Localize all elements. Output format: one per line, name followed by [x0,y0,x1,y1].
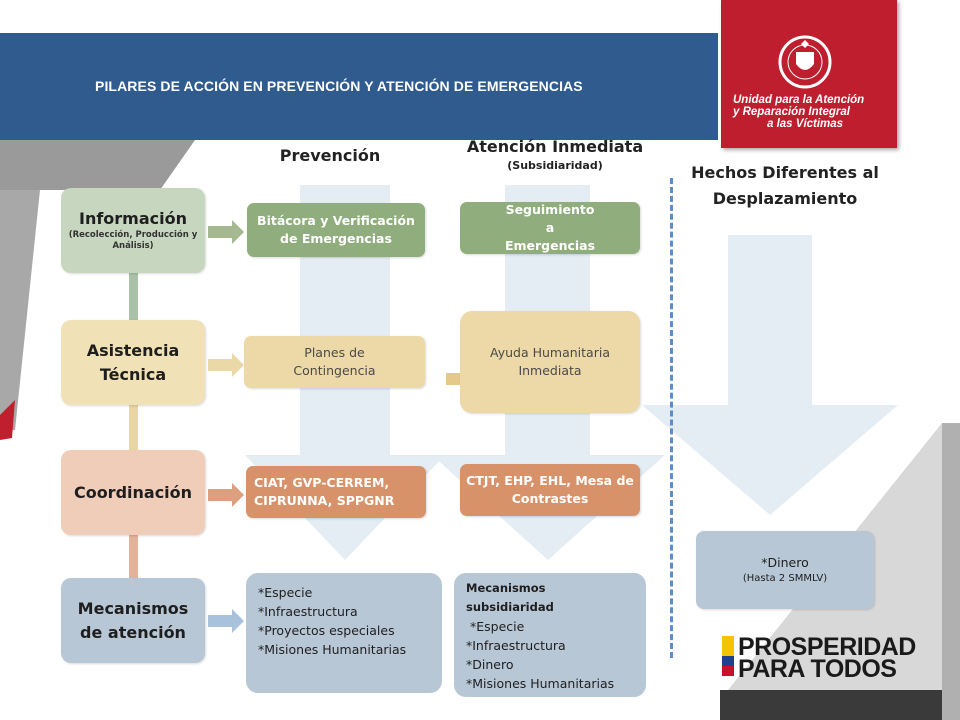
hechos-dinero-sub: (Hasta 2 SMMLV) [742,573,828,584]
pillar-mecanismos: Mecanismos de atención [61,578,205,663]
logo-line-3: a las Víctimas [767,118,844,130]
page-title: PILARES DE ACCIÓN EN PREVENCIÓN Y ATENCI… [95,78,583,94]
prosperidad-logo: PROSPERIDAD PARA TODOS [738,633,916,683]
prevencion-box-planes: Planes de Contingencia [244,336,425,388]
pillar-informacion-title: Información [78,209,187,228]
pillar-informacion-subtitle: (Recolección, Producción y Análisis) [68,230,198,251]
header-banner [0,33,718,140]
atencion-box-ctjt: CTJT, EHP, EHL, Mesa de Contrastes [460,464,640,516]
atencion-mecanismos-title: Mecanismos subsidiaridad [466,581,554,614]
atencion-box-ayuda: Ayuda Humanitaria Inmediata [460,311,640,413]
prevencion-mecanismo-item: *Proyectos especiales [258,623,395,638]
prevencion-box-mecanismos: *Especie *Infraestructura *Proyectos esp… [246,573,442,693]
column-subheader-atencion: (Subsidiaridad) [507,159,603,172]
atencion-mecanismo-item: *Infraestructura [466,638,566,653]
atencion-mecanismo-item: *Misiones Humanitarias [466,676,615,691]
hechos-box-dinero: *Dinero (Hasta 2 SMMLV) [696,531,874,609]
column-header-prevencion: Prevención [279,146,381,165]
pillar-mecanismos-title: Mecanismos de atención [77,598,189,642]
atencion-box-mecanismos: Mecanismos subsidiaridad *Especie *Infra… [454,573,646,697]
unidad-victimas-wordmark: Unidad para la Atención y Reparación Int… [733,94,893,130]
prevencion-mecanismo-item: *Misiones Humanitarias [258,642,407,657]
pillar-coordinacion-title: Coordinación [73,483,193,502]
prevencion-box-ciat: CIAT, GVP-CERREM, CIPRUNNA, SPPGNR [246,466,426,518]
pillar-asistencia-title: Asistencia Técnica [86,340,180,384]
pillar-asistencia-tecnica: Asistencia Técnica [61,320,205,405]
unidad-victimas-logo [721,0,897,148]
colombia-flag-icon [722,636,734,676]
logo-line-2: y Reparación Integral [733,106,850,118]
prosperidad-line-2: PARA TODOS [738,655,897,683]
pillar-coordinacion: Coordinación [61,450,205,535]
atencion-mecanismo-item: *Dinero [466,657,514,672]
atencion-box-seguimiento: Seguimiento a Emergencias [460,202,640,254]
colombia-crest-icon [778,35,832,89]
column-header-atencion: Atención Inmediata [466,137,644,156]
prosperidad-line-1: PROSPERIDAD [738,633,916,661]
pillar-informacion: Información (Recolección, Producción y A… [61,188,205,273]
atencion-mecanismo-item: *Especie [470,619,525,634]
logo-line-1: Unidad para la Atención [733,94,865,106]
prevencion-mecanismo-item: *Especie [258,585,313,600]
prevencion-mecanismo-item: *Infraestructura [258,604,358,619]
column-header-hechos: Hechos Diferentes al Desplazamiento [691,163,879,208]
prevencion-box-bitacora: Bitácora y Verificación de Emergencias [247,203,425,257]
hechos-dinero-label: *Dinero [761,555,809,570]
column-divider [670,178,673,658]
